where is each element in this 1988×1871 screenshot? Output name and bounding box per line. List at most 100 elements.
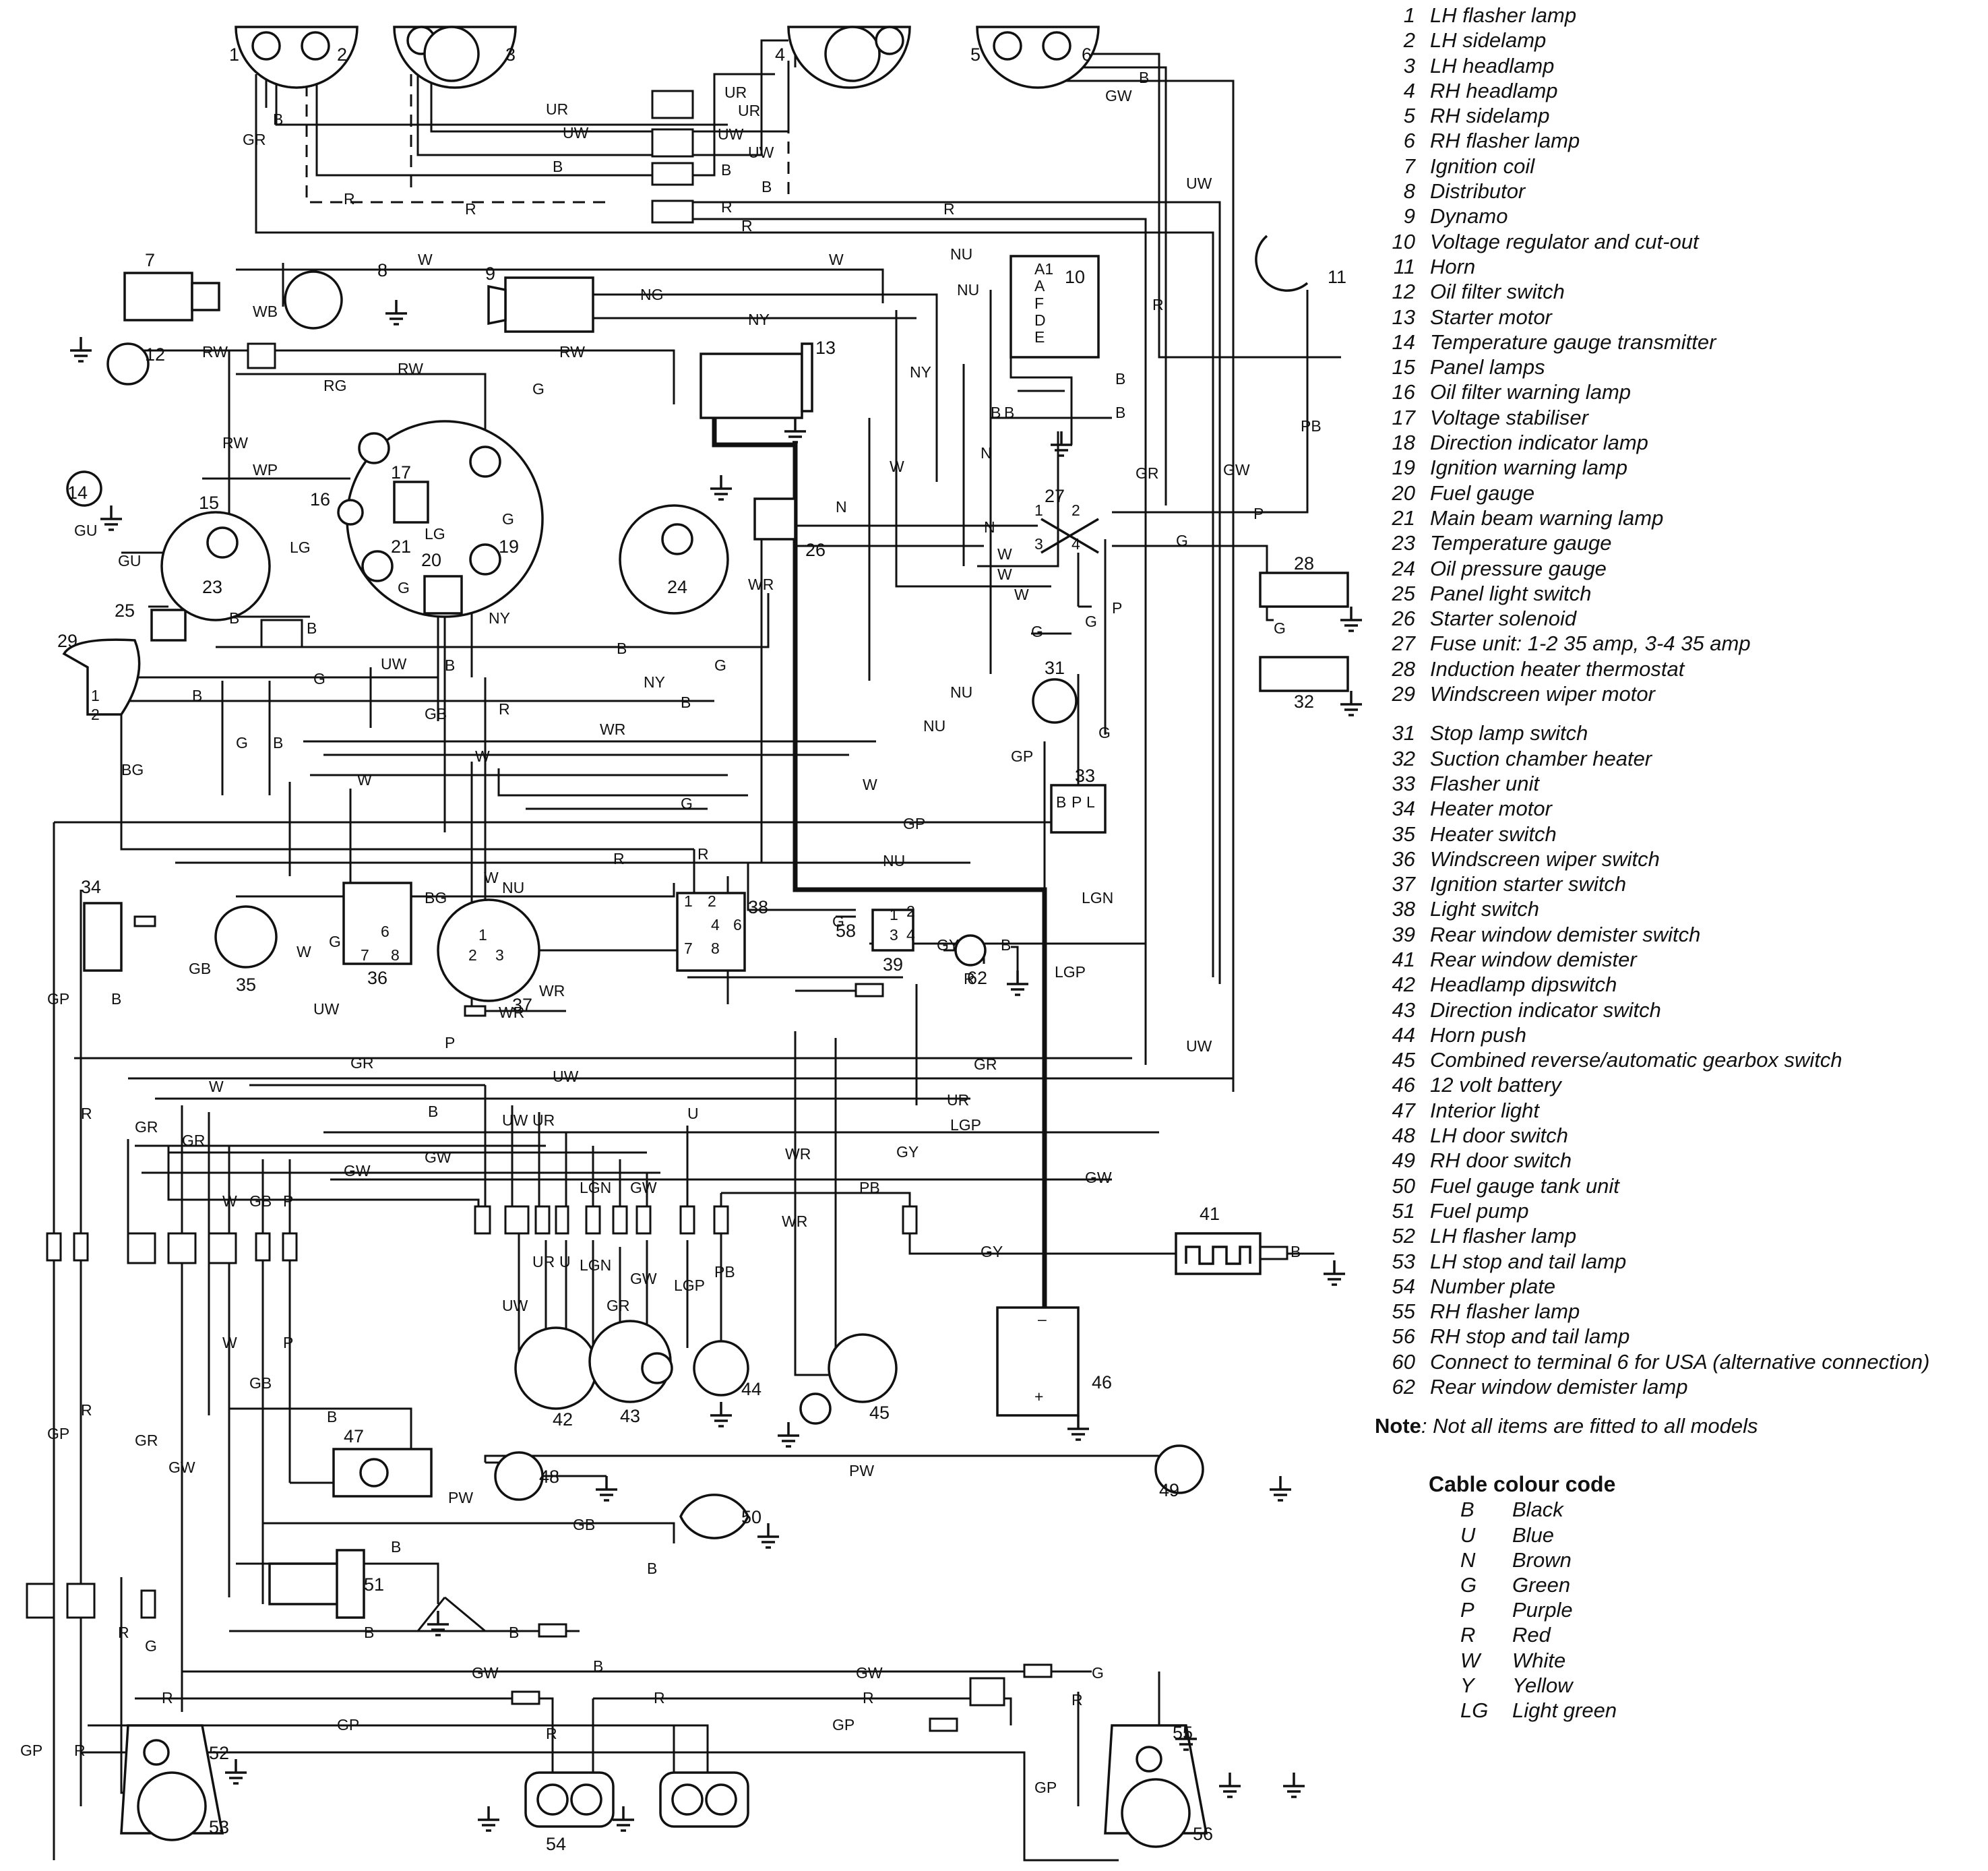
wire-label: GR: [607, 1297, 630, 1314]
legend-item-number: 56: [1392, 1324, 1415, 1349]
engine-components: [62, 235, 1349, 834]
component-label: 52: [209, 1743, 229, 1763]
wire-label: GB: [573, 1516, 595, 1533]
wire-label: R: [697, 845, 709, 863]
wire-label: G: [681, 795, 693, 812]
legend-item-number: 27: [1392, 632, 1415, 656]
legend-item-name: Windscreen wiper motor: [1430, 682, 1655, 706]
component-label: 42: [553, 1409, 573, 1430]
wire-label: GP: [832, 1716, 855, 1734]
legend-item-name: Dynamo: [1430, 204, 1508, 228]
colour-code: LG: [1460, 1698, 1489, 1722]
colour-name: White: [1512, 1648, 1566, 1672]
wire-label: W: [297, 943, 311, 960]
legend-item-name: LH stop and tail lamp: [1430, 1249, 1627, 1273]
legend-item-name: Ignition warning lamp: [1430, 456, 1627, 480]
legend-item-number: 5: [1403, 104, 1415, 128]
legend-item-name: Interior light: [1430, 1098, 1539, 1122]
terminal-label: P: [1071, 793, 1082, 811]
wire-label: LGN: [580, 1179, 611, 1196]
colour-name: Green: [1512, 1572, 1571, 1597]
colour-name: Yellow: [1512, 1673, 1573, 1697]
component-label: 24: [667, 577, 687, 597]
component-label: 49: [1159, 1480, 1179, 1500]
terminal-label: 8: [711, 940, 720, 957]
wire-label: B: [192, 687, 202, 704]
legend-item-number: 48: [1392, 1124, 1415, 1148]
component-label: 36: [367, 968, 387, 988]
wire-label: P: [445, 1034, 455, 1051]
legend-item-number: 53: [1392, 1249, 1415, 1273]
wire-label: GP: [47, 1425, 69, 1442]
wire-label: W: [863, 776, 877, 793]
legend-item-name: Stop lamp switch: [1430, 721, 1588, 745]
legend-item-name: Windscreen wiper switch: [1430, 847, 1660, 871]
colour-name: Black: [1512, 1498, 1563, 1522]
legend-item-number: 12: [1392, 280, 1415, 304]
legend-item-number: 35: [1392, 822, 1415, 846]
component-label: 9: [485, 264, 495, 284]
component-label: 5: [970, 44, 981, 65]
component-label: 25: [115, 601, 135, 621]
wire-label: RW: [222, 434, 248, 452]
colour-name: Brown: [1512, 1547, 1572, 1572]
terminal-label: 3: [1034, 535, 1043, 553]
legend-item: 53 LH stop and tail lamp: [1375, 1249, 1981, 1274]
component-label: 16: [310, 489, 330, 510]
wire-label: PB: [859, 1179, 880, 1196]
wire-label: G: [1274, 619, 1286, 637]
wire-label: GR: [350, 1054, 374, 1072]
colour-code: B: [1460, 1498, 1474, 1522]
wire-label: P: [283, 1334, 293, 1351]
wire-label: NU: [957, 281, 979, 299]
legend-item-name: Temperature gauge transmitter: [1430, 330, 1716, 354]
legend-item-number: 45: [1392, 1048, 1415, 1072]
legend-item-name: Starter solenoid: [1430, 607, 1577, 631]
component-label: 17: [391, 462, 411, 483]
component-label: 6: [1082, 44, 1092, 65]
legend-item-number: 9: [1403, 204, 1415, 228]
legend-item-number: 62: [1392, 1375, 1415, 1399]
component-label: 29: [57, 631, 77, 651]
component-label: 3: [505, 44, 516, 65]
wire-label: R: [943, 200, 955, 218]
wire-label: GW: [856, 1664, 883, 1682]
wire-label: G: [313, 670, 325, 687]
front-lamps: [235, 26, 1100, 89]
note-label: Note: [1375, 1414, 1421, 1438]
colour-name: Red: [1512, 1623, 1551, 1647]
legend-item-number: 16: [1392, 380, 1415, 404]
legend-item-number: 8: [1403, 179, 1415, 204]
wire-label: B: [647, 1560, 657, 1577]
wire-label: GW: [1223, 461, 1250, 479]
wire-label: N: [836, 498, 847, 516]
component-label: 13: [815, 338, 836, 358]
legend-item-number: 47: [1392, 1098, 1415, 1122]
wire-label: U: [687, 1105, 699, 1122]
colour-code: W: [1460, 1648, 1481, 1672]
wire-label: UR: [947, 1091, 969, 1109]
wire-label: R: [1071, 1691, 1083, 1709]
legend-item-name: Connect to terminal 6 for USA (alternati…: [1430, 1349, 1930, 1374]
terminal-label: 1: [684, 892, 693, 910]
legend-item-name: RH door switch: [1430, 1148, 1572, 1173]
wire-label: NU: [502, 879, 524, 896]
legend-item-number: 17: [1392, 405, 1415, 429]
legend-item-number: 23: [1392, 531, 1415, 555]
wire-label: N: [984, 518, 995, 536]
wire-label: NY: [748, 311, 770, 328]
legend-item-number: 21: [1392, 505, 1415, 530]
wire-label: B: [1291, 1243, 1301, 1260]
wire-label: GP: [1011, 747, 1033, 765]
terminal-label: 2: [708, 892, 716, 910]
wire-label: LGN: [1082, 889, 1113, 907]
wire-label: PW: [448, 1489, 473, 1506]
